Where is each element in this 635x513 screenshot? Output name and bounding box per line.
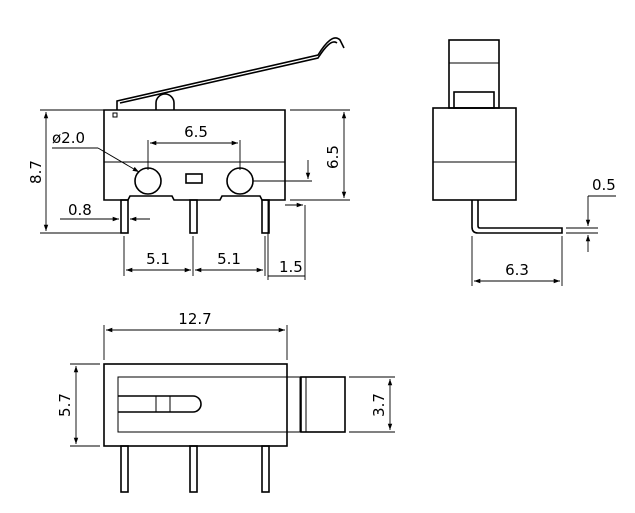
bottom-body [103, 363, 288, 447]
lever-arm-inner [119, 41, 338, 104]
bottom-slot [118, 395, 202, 413]
terminal-pin-left [120, 199, 129, 234]
mounting-hole-right [226, 167, 254, 195]
dim-label-body-height: 6.5 [324, 145, 342, 169]
bottom-view: 12.7 5.7 3.7 [56, 310, 395, 493]
dim-label-diameter: ø2.0 [52, 129, 85, 147]
dim-leader-diameter [97, 147, 140, 173]
bottom-pin-right [261, 445, 270, 493]
terminal-pin-right [261, 199, 270, 234]
front-corner-mark [112, 112, 118, 118]
bottom-pin-center [189, 445, 198, 493]
side-actuator-base [453, 91, 495, 109]
side-actuator [448, 39, 500, 109]
terminal-pin-center [189, 199, 198, 234]
dim-label-thickness: 0.5 [592, 176, 616, 194]
dim-label-bheight: 5.7 [56, 393, 74, 417]
dim-label-hole-spacing: 6.5 [184, 123, 208, 141]
dim-label-length: 12.7 [178, 310, 211, 328]
bottom-inner-frame [117, 376, 301, 433]
dim-label-pitch-left: 5.1 [146, 250, 170, 268]
bottom-pin-left [120, 445, 129, 493]
center-slot [185, 173, 203, 184]
dim-label-button: 3.7 [370, 393, 388, 417]
side-view: 0.5 6.3 [432, 39, 616, 286]
dim-label-pitch-right: 5.1 [217, 250, 241, 268]
dim-label-terminal-width: 0.8 [68, 201, 92, 219]
front-view: 6.5 ø2.0 8.7 0.8 6.5 5.1 5.1 [27, 37, 350, 280]
dim-label-height-total: 8.7 [27, 160, 45, 184]
actuator-knob [155, 93, 175, 110]
dim-label-offset: 1.5 [279, 258, 303, 276]
side-body [432, 107, 517, 201]
dim-label-width: 6.3 [505, 261, 529, 279]
lever-arm [116, 37, 345, 110]
side-terminal [471, 200, 563, 234]
bottom-button [300, 376, 346, 433]
